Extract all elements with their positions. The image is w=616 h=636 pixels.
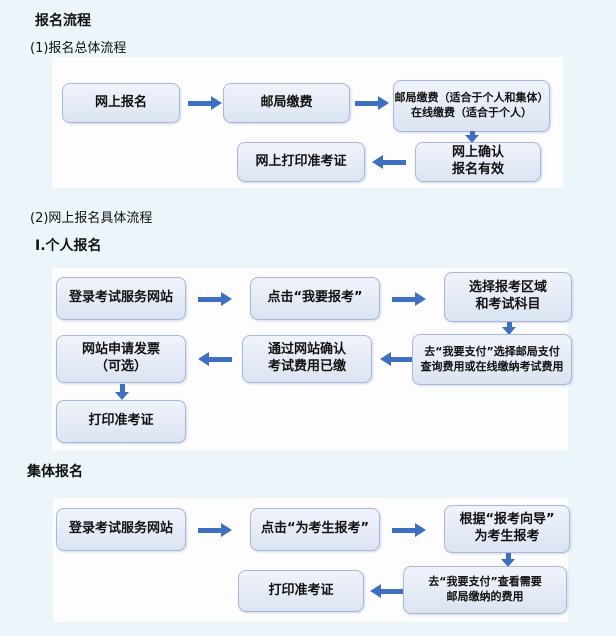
node-label-line: （可选）	[94, 359, 147, 374]
flow-node-click-register-for-candidates: 点击“为考生报考”	[250, 508, 380, 551]
flowchart-overall: 网上报名 邮局缴费 邮局缴费（适合于个人和集体） 在线缴费（适合于个人） 网上确…	[52, 57, 563, 188]
node-label-line: 根据“报考向导”	[459, 512, 555, 528]
arrow-left-icon	[372, 155, 406, 169]
arrow-shaft	[209, 356, 232, 362]
arrow-down-icon	[115, 384, 129, 400]
flowchart-personal: 登录考试服务网站 点击“我要报考” 选择报考区域 和考试科目 网站申请发票 （可…	[52, 268, 572, 450]
arrow-head	[372, 155, 383, 169]
arrow-shaft	[355, 100, 378, 106]
arrow-head	[501, 559, 515, 567]
arrow-head	[211, 96, 222, 110]
arrow-right-icon	[355, 96, 389, 110]
node-label: 网上打印准考证	[255, 153, 347, 169]
group-registration-heading: 集体报名	[27, 464, 83, 480]
node-label-line: 邮局缴纳的费用	[446, 590, 524, 603]
arrow-shaft	[505, 553, 511, 559]
node-label-line: 选择报考区域	[468, 280, 547, 296]
node-label-line: 查询费用或在线缴纳考试费用	[420, 359, 564, 373]
node-label: 登录考试服务网站	[68, 290, 173, 306]
node-label: 邮局缴费	[260, 94, 313, 110]
node-label: 点击“我要报考”	[267, 290, 363, 306]
personal-registration-heading: Ⅰ.个人报名	[35, 238, 102, 254]
arrow-shaft	[188, 100, 211, 106]
flow-node-print-ticket: 打印准考证	[238, 570, 364, 612]
flow-node-invoice: 网站申请发票 （可选）	[56, 335, 186, 383]
arrow-down-icon	[502, 322, 516, 335]
arrow-head	[465, 135, 479, 143]
arrow-shaft	[198, 296, 221, 302]
node-label-line: 邮局缴费（适合于个人和集体）	[394, 91, 549, 105]
node-label-line: 在线缴费（适合于个人）	[411, 106, 532, 119]
flow-node-confirm-valid: 网上确认 报名有效	[415, 142, 541, 182]
flow-node-click-register: 点击“我要报考”	[250, 277, 380, 320]
node-label-line: 网上确认	[451, 145, 504, 161]
node-label-line: 通过网站确认	[267, 342, 346, 358]
flow-node-login: 登录考试服务网站	[56, 508, 186, 551]
arrow-down-icon	[501, 553, 515, 567]
flow-node-select-region: 选择报考区域 和考试科目	[444, 272, 572, 322]
flowchart-group: 登录考试服务网站 点击“为考生报考” 根据“报考向导” 为考生报考 打印准考证 …	[53, 498, 570, 622]
flow-node-login: 登录考试服务网站	[56, 277, 186, 320]
page-title: 报名流程	[35, 13, 91, 29]
overall-flow-heading: (1)报名总体流程	[30, 41, 127, 56]
arrow-head	[198, 352, 209, 366]
node-label: 打印准考证	[268, 582, 334, 598]
flow-node-print-ticket-online: 网上打印准考证	[237, 142, 365, 182]
arrow-shaft	[392, 527, 415, 533]
arrow-head	[221, 523, 232, 537]
arrow-shaft	[381, 588, 404, 594]
arrow-shaft	[506, 322, 512, 327]
flow-node-post-pay: 邮局缴费	[223, 83, 350, 123]
arrow-right-icon	[188, 96, 222, 110]
arrow-head	[221, 292, 232, 306]
arrow-head	[380, 352, 391, 366]
arrow-shaft	[383, 159, 406, 165]
arrow-head	[415, 292, 426, 306]
arrow-head	[415, 523, 426, 537]
arrow-head	[115, 392, 129, 400]
node-label-line: 网站申请发票	[81, 342, 160, 358]
node-label-line: 报名有效	[451, 162, 504, 177]
flow-node-wizard: 根据“报考向导” 为考生报考	[444, 505, 570, 553]
node-label-line: 考试费用已缴	[267, 359, 346, 374]
arrow-left-icon	[380, 352, 414, 366]
flow-node-check-fee: 去“我要支付”查看需要 邮局缴纳的费用	[403, 566, 567, 614]
arrow-left-icon	[198, 352, 232, 366]
node-label-line: 去“我要支付”查看需要	[428, 575, 542, 589]
flow-node-pay-method: 去“我要支付”选择邮局支付 查询费用或在线缴纳考试费用	[412, 334, 572, 385]
arrow-right-icon	[392, 523, 426, 537]
flow-node-online-register: 网上报名	[62, 83, 180, 123]
arrow-head	[378, 96, 389, 110]
arrow-head	[502, 327, 516, 335]
flow-node-pay-options: 邮局缴费（适合于个人和集体） 在线缴费（适合于个人）	[393, 80, 550, 132]
node-label: 点击“为考生报考”	[260, 521, 370, 537]
flow-node-confirm-paid: 通过网站确认 考试费用已缴	[242, 335, 372, 383]
node-label-line: 和考试科目	[475, 297, 541, 312]
arrow-down-icon	[465, 131, 479, 143]
arrow-shaft	[469, 131, 475, 135]
node-label: 登录考试服务网站	[68, 521, 173, 537]
node-label: 网上报名	[94, 94, 147, 110]
arrow-head	[370, 584, 381, 598]
node-label: 打印准考证	[88, 413, 154, 429]
arrow-right-icon	[198, 523, 232, 537]
arrow-right-icon	[392, 292, 426, 306]
arrow-right-icon	[198, 292, 232, 306]
arrow-shaft	[391, 356, 414, 362]
detail-flow-heading: (2)网上报名具体流程	[30, 211, 153, 226]
node-label-line: 为考生报考	[474, 529, 540, 544]
arrow-shaft	[198, 527, 221, 533]
arrow-left-icon	[370, 584, 404, 598]
node-label-line: 去“我要支付”选择邮局支付	[424, 344, 560, 358]
arrow-shaft	[392, 296, 415, 302]
flow-node-print-ticket: 打印准考证	[56, 400, 186, 443]
arrow-shaft	[119, 384, 125, 392]
